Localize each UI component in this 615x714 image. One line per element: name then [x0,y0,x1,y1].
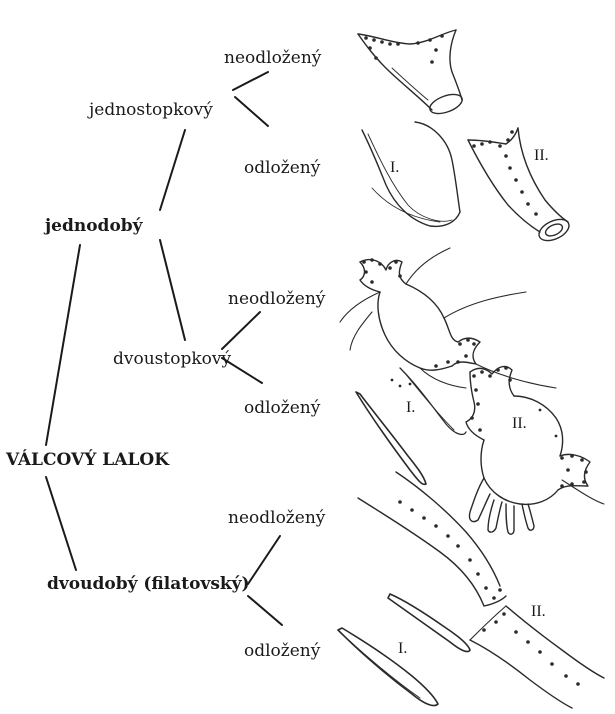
sketch-tube-flap-unattached [358,30,465,117]
sketch-bipedicle-flap-attached-II [466,366,604,534]
leaf-label-5: neodložený [228,510,325,527]
sketch-tube-flap-attached-II [468,128,572,245]
sketch-two-stage-flap-attached-II [470,606,604,708]
leaf-label-1: neodložený [224,50,321,67]
sketch-tube-flap-attached-I [362,122,460,226]
sketch-numeral-row4-II: II. [512,416,527,432]
sketch-numeral-row2-II: II. [534,148,549,164]
sketch-numeral-row6-I: I. [398,641,407,657]
leaf-label-6: odložený [244,643,320,660]
root-label: VÁLCOVÝ LALOK [6,452,169,469]
sketch-numeral-row4-I: I. [406,400,415,416]
sketch-numeral-row5-II: II. [531,604,546,620]
label-dvoustopkovy: dvoustopkový [113,351,231,368]
leaf-label-2: odložený [244,160,320,177]
sketch-two-stage-flap-unattached [358,472,506,606]
sketch-numeral-row2-I: I. [390,160,399,176]
sketch-bipedicle-flap-unattached [340,248,556,388]
label-dvoudoby: dvoudobý (filatovský) [47,576,250,593]
label-jednodoby: jednodobý [45,218,143,235]
leaf-label-3: neodložený [228,291,325,308]
leaf-label-4: odložený [244,400,320,417]
label-jednostopkovy: jednostopkový [89,102,213,119]
sketch-bipedicle-flap-attached-I [356,368,466,484]
